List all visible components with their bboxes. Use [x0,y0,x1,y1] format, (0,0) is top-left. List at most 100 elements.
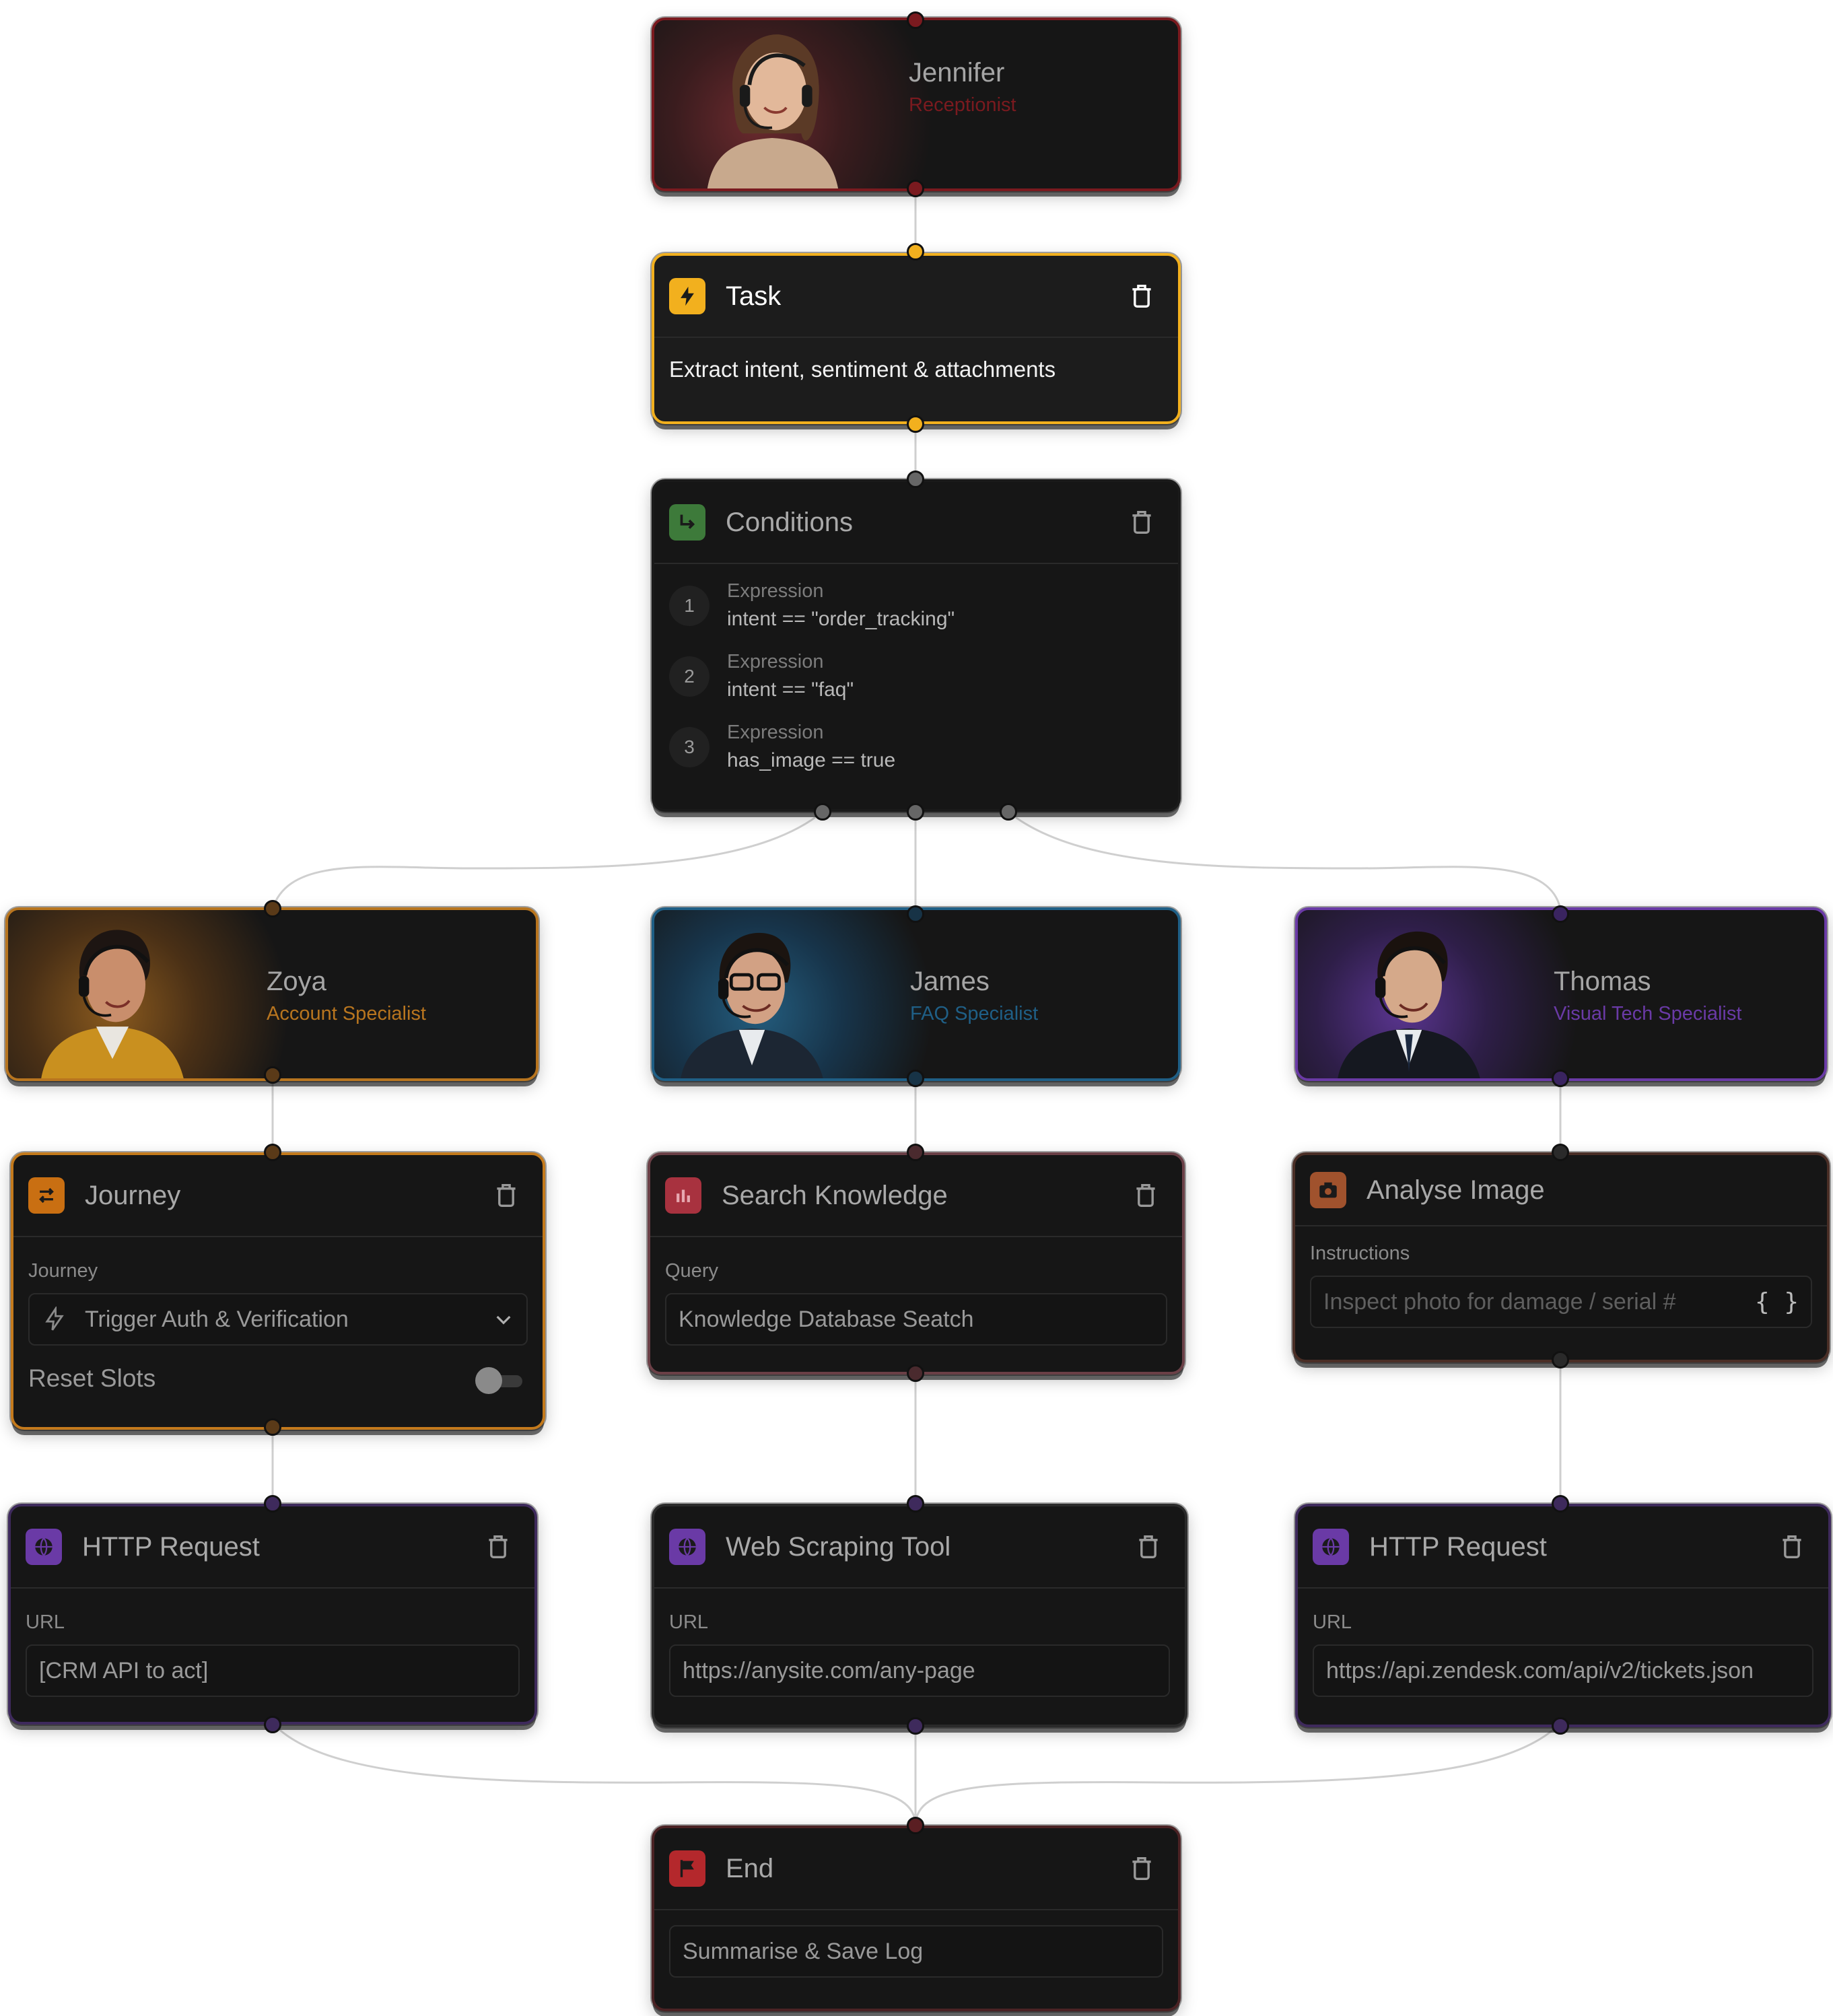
output-handle[interactable] [264,1716,281,1733]
condition-label: Expression [727,722,824,743]
lightning-icon [669,278,705,314]
agent-role: Receptionist [909,94,1016,116]
journey-value: Trigger Auth & Verification [85,1306,349,1332]
james-avatar [681,932,823,1078]
http-request-node[interactable]: HTTP Request URL [CRM API to act] [8,1504,537,1725]
analyse-image-node[interactable]: Analyse Image Instructions Inspect photo… [1292,1152,1830,1362]
field-label: URL [669,1611,709,1633]
globe-icon [1313,1529,1349,1565]
field-label: URL [26,1611,65,1633]
node-title: HTTP Request [1369,1531,1547,1562]
agent-name: Thomas [1554,967,1651,996]
node-title: Search Knowledge [722,1180,948,1210]
zoya-avatar [41,930,184,1078]
url-input[interactable]: https://anysite.com/any-page [669,1644,1170,1697]
reset-slots-toggle[interactable] [475,1367,524,1394]
node-title: Conditions [726,507,854,537]
conditions-node[interactable]: Conditions 1 Expression intent == "order… [652,479,1181,812]
node-title: Journey [85,1180,181,1210]
agent-card-thomas[interactable]: Thomas Visual Tech Specialist [1295,907,1827,1081]
node-title: HTTP Request [82,1531,260,1562]
search-knowledge-node[interactable]: Search Knowledge Query Knowledge Databas… [648,1152,1185,1375]
condition-row[interactable]: 2 Expression intent == "faq" [669,651,1163,701]
condition-row[interactable]: 1 Expression intent == "order_tracking" [669,580,1163,631]
task-node[interactable]: Task Extract intent, sentiment & attachm… [652,253,1181,424]
output-handle[interactable] [264,1066,281,1084]
output-handle-2[interactable] [907,803,924,821]
output-handle[interactable] [907,180,924,197]
agent-name: Jennifer [909,58,1005,88]
input-handle[interactable] [907,1817,924,1834]
agent-name: Zoya [267,967,326,996]
input-handle[interactable] [264,1495,281,1513]
input-handle[interactable] [1552,905,1569,923]
agent-card-jennifer[interactable]: Jennifer Receptionist [652,18,1181,191]
output-handle[interactable] [907,1070,924,1087]
end-summary-field[interactable]: Summarise & Save Log [669,1925,1163,1978]
field-label: URL [1313,1611,1352,1633]
input-handle[interactable] [264,900,281,917]
condition-expression: has_image == true [727,749,896,771]
input-handle[interactable] [1552,1495,1569,1513]
condition-label: Expression [727,651,824,672]
input-handle[interactable] [907,1495,924,1513]
input-handle[interactable] [907,905,924,923]
agent-card-zoya[interactable]: Zoya Account Specialist [5,907,539,1081]
trash-icon[interactable] [1134,1532,1163,1562]
trash-icon[interactable] [491,1181,521,1210]
bar-chart-icon [665,1177,701,1214]
input-handle[interactable] [907,243,924,260]
output-handle[interactable] [907,1364,924,1382]
journey-node[interactable]: Journey Journey Trigger Auth & Verificat… [11,1152,545,1430]
instructions-input[interactable]: Inspect photo for damage / serial # { } [1310,1276,1812,1328]
trash-icon[interactable] [1127,508,1156,537]
edge-httpright-end [914,1722,1562,1826]
web-scraping-node[interactable]: Web Scraping Tool URL https://anysite.co… [652,1504,1187,1727]
journey-select[interactable]: Trigger Auth & Verification [28,1293,528,1346]
output-handle[interactable] [1552,1717,1569,1735]
output-handle[interactable] [264,1418,281,1436]
output-handle[interactable] [907,1717,924,1735]
output-handle[interactable] [1552,1351,1569,1368]
url-input[interactable]: [CRM API to act] [26,1644,520,1697]
agent-role: Account Specialist [267,1003,426,1024]
agent-card-james[interactable]: James FAQ Specialist [652,907,1181,1081]
field-label: Query [665,1260,718,1282]
camera-icon [1310,1172,1346,1208]
condition-label: Expression [727,580,824,602]
output-handle[interactable] [1552,1070,1569,1087]
query-input[interactable]: Knowledge Database Seatch [665,1293,1167,1346]
edge-http-end [271,1722,917,1826]
trash-icon[interactable] [1777,1532,1807,1562]
input-handle[interactable] [264,1144,281,1161]
http-request-node[interactable]: HTTP Request URL https://api.zendesk.com… [1295,1504,1831,1727]
edge-conditions-thomas [1008,810,1562,909]
input-handle[interactable] [1552,1144,1569,1161]
reset-slots-label: Reset Slots [28,1364,156,1392]
output-handle-3[interactable] [1000,803,1017,821]
input-handle[interactable] [907,1144,924,1161]
braces-icon[interactable]: { } [1754,1288,1799,1316]
output-handle-1[interactable] [814,803,831,821]
trash-icon[interactable] [1131,1181,1161,1210]
url-input[interactable]: https://api.zendesk.com/api/v2/tickets.j… [1313,1644,1813,1697]
condition-index: 1 [669,585,710,626]
jennifer-avatar [707,34,839,188]
trash-icon[interactable] [483,1532,513,1562]
agent-role: Visual Tech Specialist [1554,1003,1742,1024]
input-handle[interactable] [907,11,924,29]
thomas-avatar [1338,931,1480,1078]
condition-row[interactable]: 3 Expression has_image == true [669,722,1163,772]
swap-arrows-icon [28,1177,65,1214]
globe-icon [669,1529,705,1565]
end-node[interactable]: End Summarise & Save Log [652,1826,1181,2011]
condition-expression: intent == "order_tracking" [727,608,955,630]
task-description: Extract intent, sentiment & attachments [669,357,1056,382]
trash-icon[interactable] [1127,281,1156,311]
output-handle[interactable] [907,415,924,433]
node-title: Web Scraping Tool [726,1531,951,1562]
trash-icon[interactable] [1127,1854,1156,1883]
branch-arrow-icon [669,504,705,541]
input-handle[interactable] [907,471,924,488]
node-title: End [726,1853,774,1883]
